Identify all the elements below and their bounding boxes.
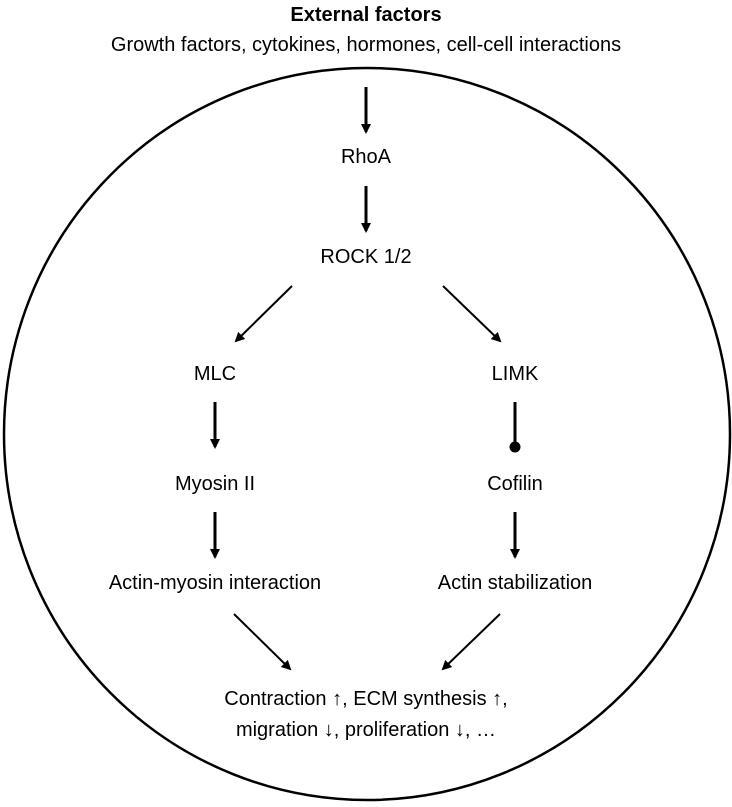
- node-rhoa: RhoA: [340, 146, 392, 168]
- cell-boundary: [2, 66, 732, 802]
- arrow-rock-to-mlc: [234, 285, 293, 343]
- inhibition-cap: [509, 441, 521, 453]
- external-factors-subtitle: Growth factors, cytokines, hormones, cel…: [110, 34, 622, 56]
- node-myosin: Myosin II: [174, 473, 256, 495]
- node-limk: LIMK: [491, 363, 539, 385]
- external-factors-title: External factors: [290, 4, 442, 26]
- outcome-line-1: Contraction ↑, ECM synthesis ↑,: [224, 688, 508, 710]
- arrow-actin-stab-to-outcome: [441, 613, 501, 671]
- node-rock: ROCK 1/2: [320, 246, 412, 268]
- node-actin-stabilization: Actin stabilization: [437, 572, 593, 594]
- node-cofilin: Cofilin: [487, 473, 543, 495]
- outcome-line-2: migration ↓, proliferation ↓, …: [235, 719, 497, 741]
- arrow-rock-to-limk: [442, 285, 502, 343]
- arrow-actin-myosin-to-outcome: [233, 613, 292, 671]
- node-actin-myosin: Actin-myosin interaction: [108, 572, 322, 594]
- node-mlc: MLC: [193, 363, 237, 385]
